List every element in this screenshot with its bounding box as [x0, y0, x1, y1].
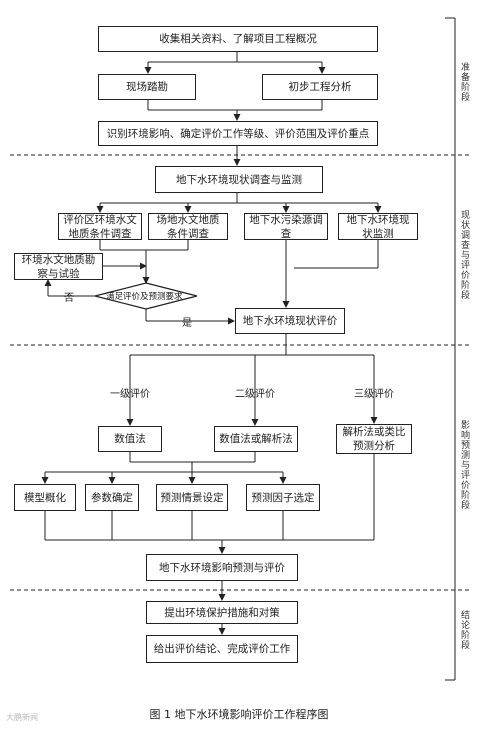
level1-label: 一级评价 — [110, 389, 150, 400]
collect-data-text: 收集相关资料、了解项目工程概况 — [159, 33, 317, 45]
watermark: 大鹏新闻 — [6, 713, 38, 722]
predict-text: 地下水环境影响预测与评价 — [159, 561, 285, 574]
scenario-text: 预测情景设定 — [160, 491, 224, 504]
current-eval-text: 地下水环境现状评价 — [242, 315, 338, 327]
hydro-region-box: 评价区环境水文地质条件调查 — [58, 213, 142, 240]
analogy-box: 解析法或类比预测分析 — [336, 424, 412, 454]
gw-survey-box: 地下水环境现状调查与监测 — [155, 166, 323, 193]
no-label: 否 — [64, 293, 74, 304]
prelim-analysis-text: 初步工程分析 — [288, 81, 352, 93]
collect-data-box: 收集相关资料、了解项目工程概况 — [98, 26, 378, 52]
predict-box: 地下水环境影响预测与评价 — [146, 554, 298, 581]
identify-text: 识别环境影响、确定评价工作等级、评价范围及评价重点 — [106, 127, 370, 140]
param-text: 参数确定 — [91, 491, 133, 504]
scenario-box: 预测情景设定 — [156, 484, 228, 511]
site-survey-box: 现场踏勘 — [98, 74, 196, 100]
level2-label: 二级评价 — [235, 389, 275, 400]
hydro-region-text: 评价区环境水文地质条件调查 — [63, 213, 137, 240]
numeric-text: 数值法 — [114, 433, 146, 445]
stage-conclusion-label: 结论阶段 — [459, 610, 469, 650]
stage-prep-label: 准备阶段 — [459, 62, 469, 102]
conclusion-box: 给出评价结论、完成评价工作 — [146, 635, 298, 663]
monitor-text: 地下水环境现状监测 — [346, 213, 410, 240]
measures-text: 提出环境保护措施和对策 — [164, 606, 280, 619]
decision-diamond — [94, 282, 198, 310]
level3-label: 三级评价 — [354, 389, 394, 400]
current-eval-box: 地下水环境现状评价 — [235, 308, 345, 334]
yes-label: 是 — [182, 318, 192, 329]
stage-predict-label: 影响预测与评价阶段 — [459, 420, 469, 510]
pollution-source-text: 地下水污染源调查 — [249, 213, 323, 240]
exploration-box: 环境水文地质勘察与试验 — [14, 253, 103, 280]
hydro-site-box: 场地水文地质条件调查 — [148, 213, 228, 240]
conclusion-text: 给出评价结论、完成评价工作 — [153, 643, 291, 655]
factor-text: 预测因子选定 — [251, 491, 315, 504]
model-text: 模型概化 — [24, 491, 66, 504]
hydro-site-text: 场地水文地质条件调查 — [156, 213, 220, 240]
site-survey-text: 现场踏勘 — [126, 81, 168, 93]
pollution-source-box: 地下水污染源调查 — [244, 213, 328, 240]
gw-survey-text: 地下水环境现状调查与监测 — [176, 173, 302, 186]
figure-caption: 图 1 地下水环境影响评价工作程序图 — [149, 708, 329, 721]
analogy-text: 解析法或类比预测分析 — [342, 426, 406, 452]
param-box: 参数确定 — [85, 484, 139, 511]
factor-box: 预测因子选定 — [246, 484, 320, 511]
stage-survey-label: 现状调查与评价阶段 — [459, 210, 469, 300]
prelim-analysis-box: 初步工程分析 — [262, 74, 378, 100]
numeric-analytic-box: 数值法或解析法 — [214, 426, 298, 452]
monitor-box: 地下水环境现状监测 — [338, 213, 418, 240]
identify-box: 识别环境影响、确定评价工作等级、评价范围及评价重点 — [98, 121, 378, 146]
measures-box: 提出环境保护措施和对策 — [146, 601, 298, 624]
model-box: 模型概化 — [14, 484, 76, 511]
numeric-analytic-text: 数值法或解析法 — [219, 433, 293, 445]
exploration-text: 环境水文地质勘察与试验 — [21, 253, 96, 280]
numeric-box: 数值法 — [98, 426, 162, 452]
decision-text: 满足评价及预测要求 — [106, 292, 183, 302]
